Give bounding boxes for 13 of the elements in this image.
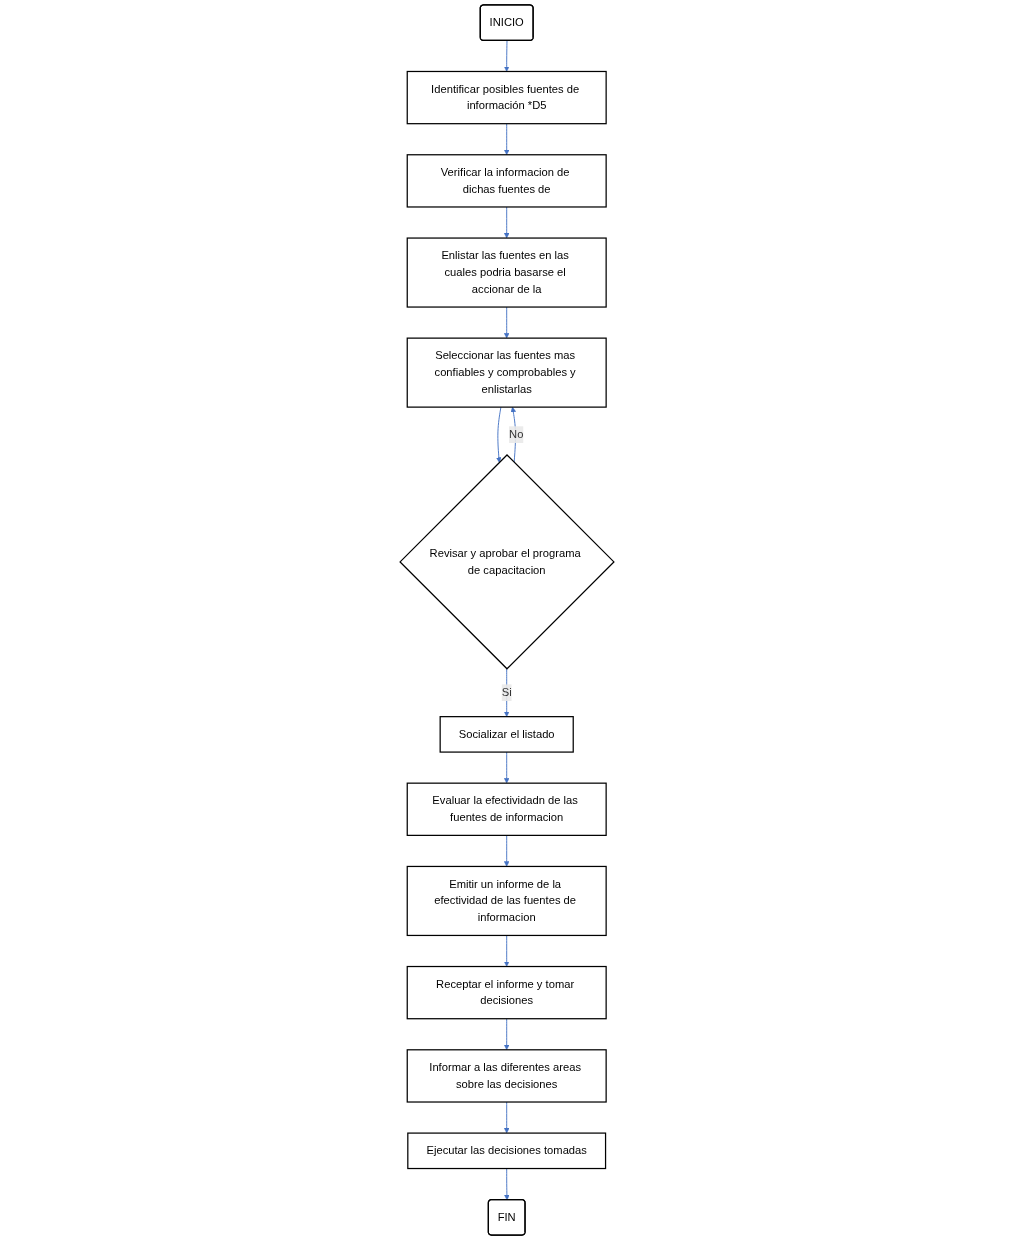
node-box: Receptar el informe y tomar decisiones bbox=[406, 965, 607, 1020]
node-diamond: Revisar y aprobar el programa de capacitacion bbox=[399, 454, 615, 670]
edge-label: No bbox=[509, 428, 524, 441]
node-box: Verificar la informacion de dichas fuentes de bbox=[406, 154, 607, 208]
node-box: Informar a las diferentes areas sobre las decisiones bbox=[406, 1049, 607, 1103]
edge-label: Si bbox=[501, 686, 512, 699]
node-box: Identificar posibles fuentes de información *D5 bbox=[406, 70, 607, 125]
node-box: Socializar el listado bbox=[439, 716, 574, 753]
node-box: Evaluar la efectividadn de las fuentes de informacion bbox=[406, 782, 607, 836]
node-box: Enlistar las fuentes en las cuales podria basarse el accionar de la bbox=[406, 237, 607, 308]
node-box: Ejecutar las decisiones tomadas bbox=[407, 1132, 607, 1170]
node-box: Emitir un informe de la efectividad de las fuentes de informacion bbox=[406, 865, 607, 937]
node-box: Seleccionar las fuentes mas confiables y comprobables y enlistarlas bbox=[406, 337, 607, 408]
